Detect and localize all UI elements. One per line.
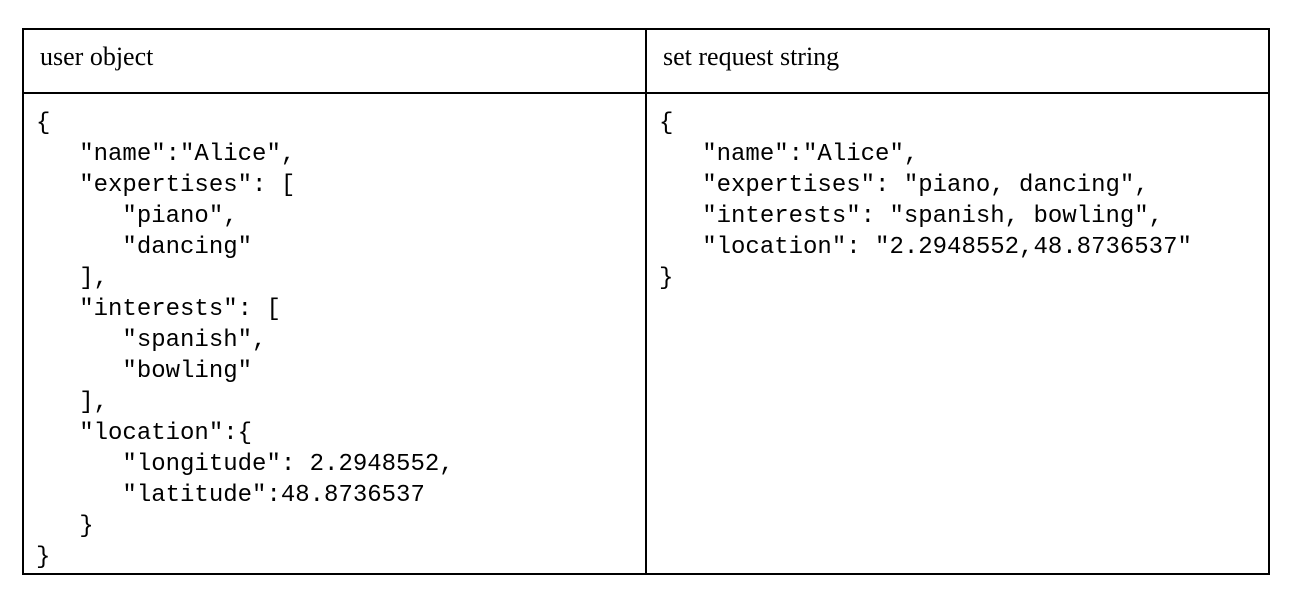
code-block-set-request-string: { "name":"Alice", "expertises": "piano, … <box>659 110 1192 292</box>
code-cell-set-request-string: { "name":"Alice", "expertises": "piano, … <box>645 92 1270 575</box>
column-header-set-request-string: set request string <box>645 28 1270 94</box>
table-body-row: { "name":"Alice", "expertises": [ "piano… <box>22 92 1270 575</box>
column-header-label-set-request-string: set request string <box>663 42 840 71</box>
table-header-row: user object set request string <box>22 28 1270 94</box>
column-header-user-object: user object <box>22 28 647 94</box>
comparison-table: user object set request string { "name":… <box>22 28 1270 575</box>
column-header-label-user-object: user object <box>40 42 154 71</box>
code-block-user-object: { "name":"Alice", "expertises": [ "piano… <box>36 110 454 571</box>
code-cell-user-object: { "name":"Alice", "expertises": [ "piano… <box>22 92 647 575</box>
